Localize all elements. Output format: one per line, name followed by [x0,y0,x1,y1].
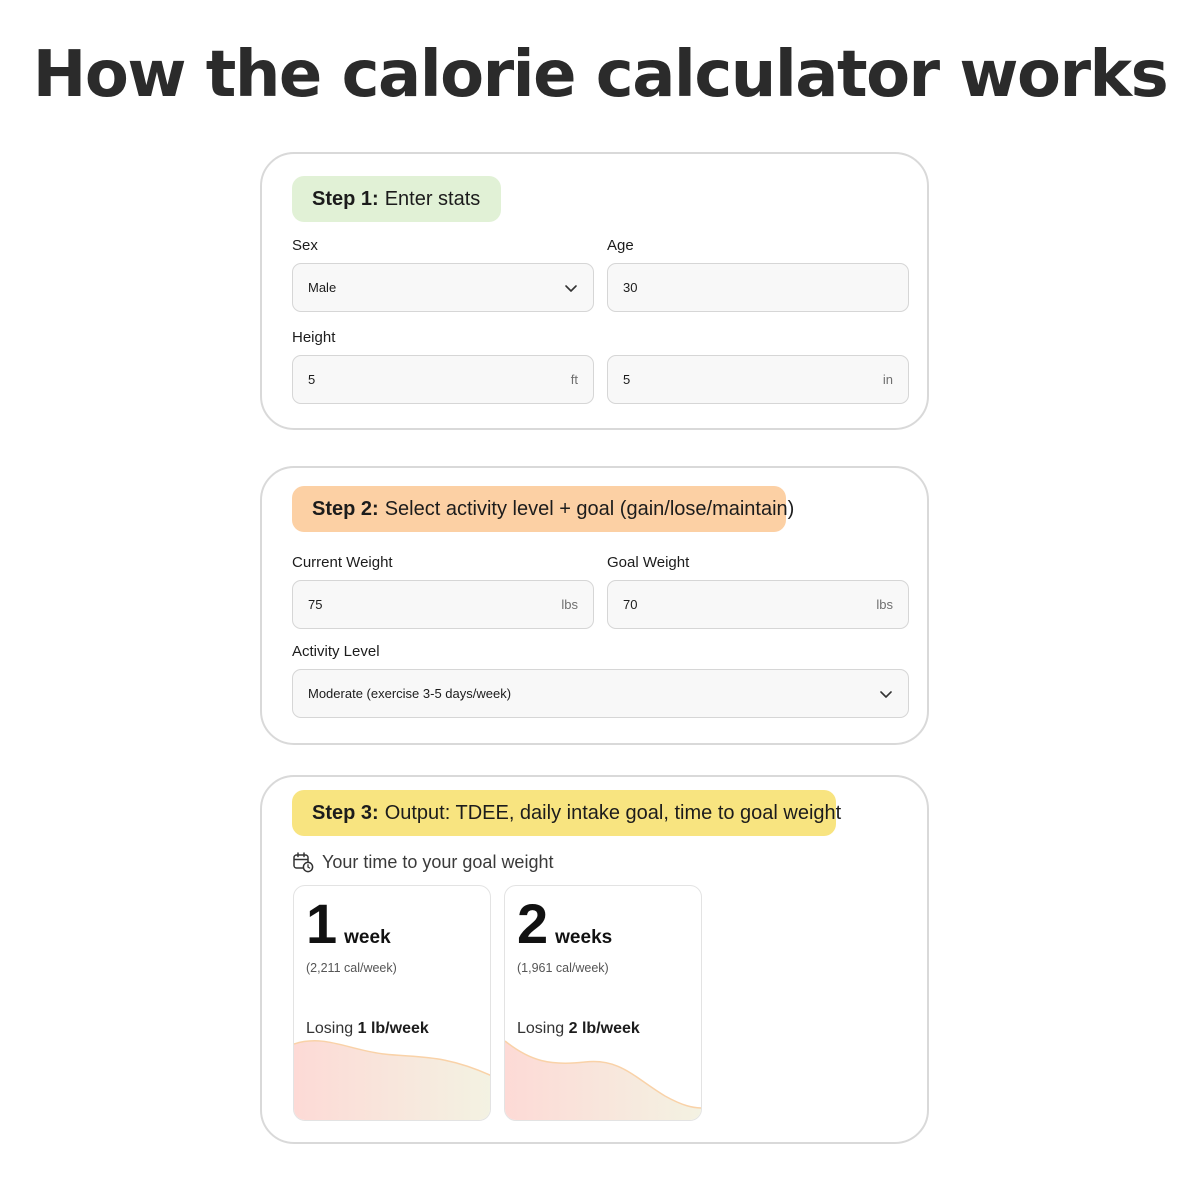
activity-level-value: Moderate (exercise 3-5 days/week) [308,686,512,701]
height-ft-value: 5 [308,372,316,387]
activity-level-label: Activity Level [292,643,380,660]
time-card-losing: Losing 1 lb/week [306,1020,429,1038]
chevron-down-icon [564,281,578,295]
step2-pill: Step 2: Select activity level + goal (ga… [292,486,794,532]
height-ft-input[interactable]: 5 ft [292,355,594,404]
losing-rate: 1 lb/week [357,1020,429,1037]
current-weight-label: Current Weight [292,554,393,571]
sex-label: Sex [292,237,318,254]
chevron-down-icon [879,687,893,701]
step1-card: Step 1: Enter stats Sex Male Age 30 Heig… [260,152,929,430]
height-in-value: 5 [623,372,631,387]
time-card-amount: 2 weeks [517,896,612,952]
step1-label-bold: Step 1: [312,187,379,210]
output-heading-text: Your time to your goal weight [322,851,554,872]
goal-weight-label: Goal Weight [607,554,690,571]
sex-select[interactable]: Male [292,263,594,312]
output-heading: Your time to your goal weight [292,851,553,873]
losing-prefix: Losing [517,1020,565,1037]
step3-pill: Step 3: Output: TDEE, daily intake goal,… [292,790,841,836]
calendar-clock-icon [292,851,314,873]
time-card-unit: weeks [555,927,613,948]
step2-card: Step 2: Select activity level + goal (ga… [260,466,929,745]
time-card-calories: (1,961 cal/week) [517,961,609,975]
height-label: Height [292,329,336,346]
losing-prefix: Losing [306,1020,354,1037]
step3-label-bold: Step 3: [312,801,379,824]
trend-wave-graphic [505,1040,701,1120]
step3-label-text: Output: TDEE, daily intake goal, time to… [384,801,842,824]
sex-select-value: Male [308,280,337,295]
time-card-number: 1 [306,892,337,955]
time-card-number: 2 [517,892,548,955]
age-input[interactable]: 30 [607,263,909,312]
step2-label-bold: Step 2: [312,497,379,520]
time-card-calories: (2,211 cal/week) [306,961,397,975]
goal-weight-value: 70 [623,597,638,612]
losing-rate: 2 lb/week [568,1020,640,1037]
height-in-input[interactable]: 5 in [607,355,909,404]
step1-label-text: Enter stats [384,187,481,210]
step1-pill: Step 1: Enter stats [292,176,501,222]
age-label: Age [607,237,634,254]
time-card-1: 1 week (2,211 cal/week) Losing 1 lb/week [293,885,491,1121]
time-card-losing: Losing 2 lb/week [517,1020,640,1038]
height-ft-unit: ft [570,372,578,387]
step2-label-text: Select activity level + goal (gain/lose/… [384,497,795,520]
goal-weight-input[interactable]: 70 lbs [607,580,909,629]
step3-card: Step 3: Output: TDEE, daily intake goal,… [260,775,929,1144]
trend-wave-graphic [294,1040,490,1120]
time-card-amount: 1 week [306,896,391,952]
goal-weight-unit: lbs [876,597,893,612]
current-weight-unit: lbs [561,597,578,612]
height-in-unit: in [882,372,893,387]
current-weight-value: 75 [308,597,323,612]
time-card-2: 2 weeks (1,961 cal/week) Losing 2 lb/wee… [504,885,702,1121]
age-input-value: 30 [623,280,638,295]
page-title: How the calorie calculator works [32,38,1169,112]
time-card-unit: week [344,927,391,948]
current-weight-input[interactable]: 75 lbs [292,580,594,629]
activity-level-select[interactable]: Moderate (exercise 3-5 days/week) [292,669,909,718]
